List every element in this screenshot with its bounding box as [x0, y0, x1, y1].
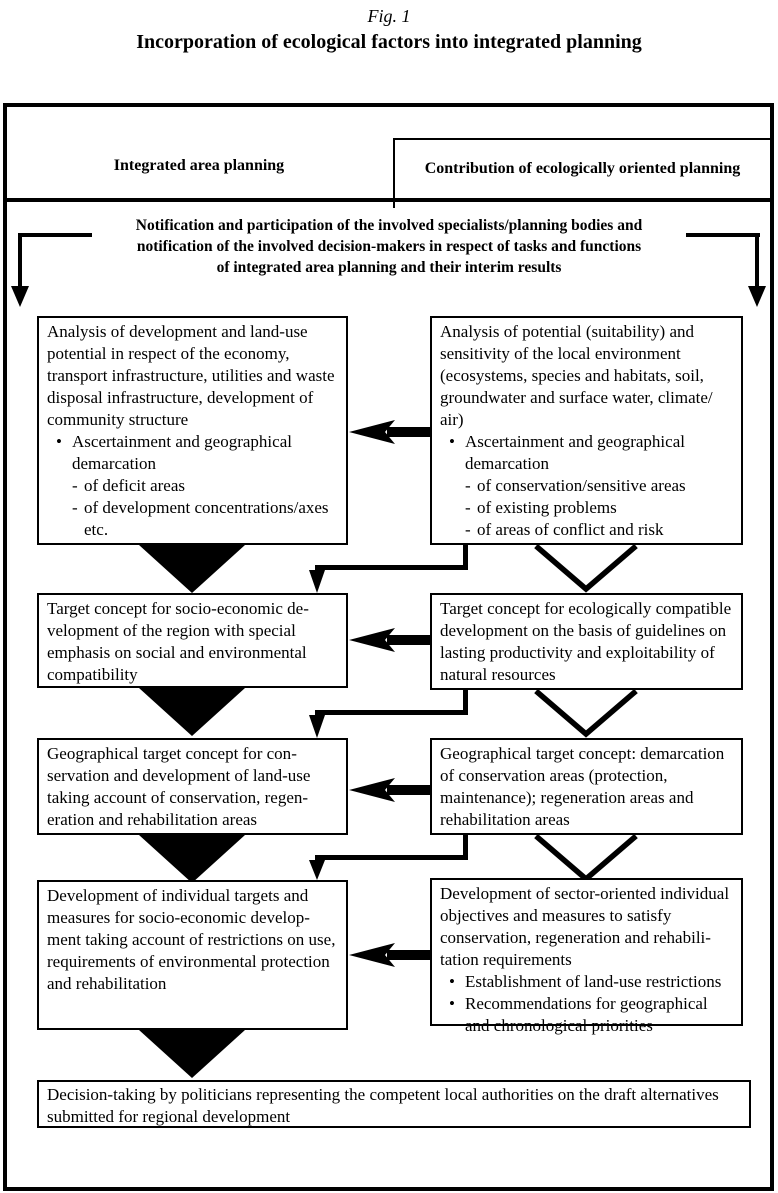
box-analysis-integrated: Analysis of development and land-use pot…: [37, 316, 348, 545]
elbow-row1-vertical: [463, 545, 468, 570]
left-pointing-arrow-row3-icon: [349, 778, 431, 802]
left-pointing-arrow-row1-icon: [349, 420, 431, 444]
box-paragraph: Target concept for socio-economic de­vel…: [47, 599, 309, 684]
elbow-row3-horizontal: [315, 855, 468, 860]
notification-text: Notification and participation of the in…: [89, 215, 689, 278]
outer-frame: [3, 103, 774, 1191]
header-left-column-label: Integrated area planning: [113, 157, 285, 174]
box-paragraph: Development of sector-oriented individ­u…: [440, 884, 730, 969]
left-down-arrowhead-icon: [11, 286, 29, 307]
box-paragraph: Geographical target concept for con­serv…: [47, 744, 311, 829]
header-separator-tick: [393, 202, 395, 208]
box-geographical-target-ecological: Geographical target concept: demarca­tio…: [430, 738, 743, 835]
solid-down-triangle-row3-icon: [139, 835, 245, 883]
solid-down-triangle-row4-icon: [139, 1030, 245, 1078]
sub-bullet-item: of areas of conflict and risk: [440, 519, 733, 541]
right-bracket-vertical-line: [755, 233, 759, 287]
box-paragraph: Target concept for ecologically compat­i…: [440, 599, 732, 684]
elbow-row2-arrowhead-icon: [309, 715, 325, 738]
box-paragraph: Decision-taking by politicians represent…: [47, 1085, 719, 1126]
box-paragraph: Geographical target concept: demarca­tio…: [440, 744, 725, 829]
sub-bullet-item: of existing problems: [440, 497, 733, 519]
elbow-row3-arrowhead-icon: [309, 860, 325, 880]
notification-line-2: notification of the involved decision-ma…: [136, 238, 642, 255]
figure-title: Incorporation of ecological factors into…: [136, 31, 642, 53]
box-paragraph: Analysis of development and land-use pot…: [47, 322, 335, 429]
box-target-concept-integrated: Target concept for socio-economic de­vel…: [37, 593, 348, 688]
elbow-row2-horizontal: [315, 710, 468, 715]
box-paragraph: Development of individual targets and me…: [47, 886, 336, 993]
box-analysis-ecological: Analysis of potential (suitability) and …: [430, 316, 743, 545]
elbow-row2-vertical: [463, 690, 468, 713]
bullet-item: Ascertainment and geographical demarcati…: [47, 431, 338, 475]
elbow-row1-horizontal: [315, 565, 468, 570]
box-individual-targets-integrated: Development of individual targets and me…: [37, 880, 348, 1030]
left-bracket-vertical-line: [18, 233, 22, 287]
header-right-column-label: Contribution of ecologically oriented pl…: [424, 160, 741, 177]
notification-line-1: Notification and participation of the in…: [135, 217, 643, 234]
open-down-triangle-row1-icon: [534, 545, 638, 593]
notification-line-3: of integrated area planning and their in…: [216, 259, 562, 276]
solid-down-triangle-row2-icon: [139, 688, 245, 736]
box-target-concept-ecological: Target concept for ecologically compat­i…: [430, 593, 743, 690]
left-bracket-horizontal-line: [18, 233, 92, 237]
open-down-triangle-row2-icon: [534, 690, 638, 738]
right-down-arrowhead-icon: [748, 286, 766, 307]
bullet-item: Establishment of land-use restrictions: [440, 971, 733, 993]
box-sector-objectives-ecological: Development of sector-oriented individ­u…: [430, 878, 743, 1035]
box-paragraph: Analysis of potential (suitability) and …: [440, 322, 713, 429]
sub-bullet-item: of conservation/sensitive areas: [440, 475, 733, 497]
box-decision: Decision-taking by politicians represent…: [37, 1080, 751, 1128]
left-pointing-arrow-row2-icon: [349, 628, 431, 652]
elbow-row1-arrowhead-icon: [309, 570, 325, 593]
box-geographical-target-integrated: Geographical target concept for con­serv…: [37, 738, 348, 835]
figure-number: Fig. 1: [367, 6, 411, 26]
bullet-item: Ascertainment and geographical demarcati…: [440, 431, 733, 475]
right-bracket-horizontal-line: [686, 233, 760, 237]
left-pointing-arrow-row4-icon: [349, 943, 431, 967]
sub-bullet-item: of deficit areas: [47, 475, 338, 497]
elbow-row3-vertical: [463, 835, 468, 858]
bullet-item: Recommendations for geographical and chr…: [440, 993, 733, 1037]
header-separator-line: [5, 198, 770, 202]
solid-down-triangle-row1-icon: [139, 545, 245, 593]
open-down-triangle-row3-icon: [534, 835, 638, 883]
sub-bullet-item: of development concentrations/​axes etc.: [47, 497, 338, 541]
